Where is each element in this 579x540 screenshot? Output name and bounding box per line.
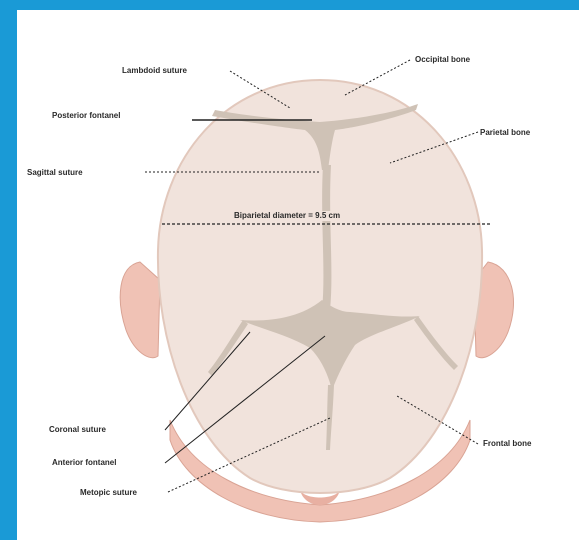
- label-posterior-fontanel: Posterior fontanel: [52, 111, 120, 121]
- label-biparietal-diameter: Biparietal diameter = 9.5 cm: [232, 211, 342, 221]
- label-frontal-bone: Frontal bone: [483, 439, 531, 449]
- label-lambdoid-suture: Lambdoid suture: [122, 66, 187, 76]
- sagittal-suture-shape: [322, 165, 331, 310]
- label-occipital-bone: Occipital bone: [415, 55, 470, 65]
- left-ear: [120, 262, 160, 358]
- label-coronal-suture: Coronal suture: [49, 425, 106, 435]
- label-parietal-bone: Parietal bone: [480, 128, 530, 138]
- label-metopic-suture: Metopic suture: [80, 488, 137, 498]
- label-sagittal-suture: Sagittal suture: [27, 168, 83, 178]
- label-anterior-fontanel: Anterior fontanel: [52, 458, 116, 468]
